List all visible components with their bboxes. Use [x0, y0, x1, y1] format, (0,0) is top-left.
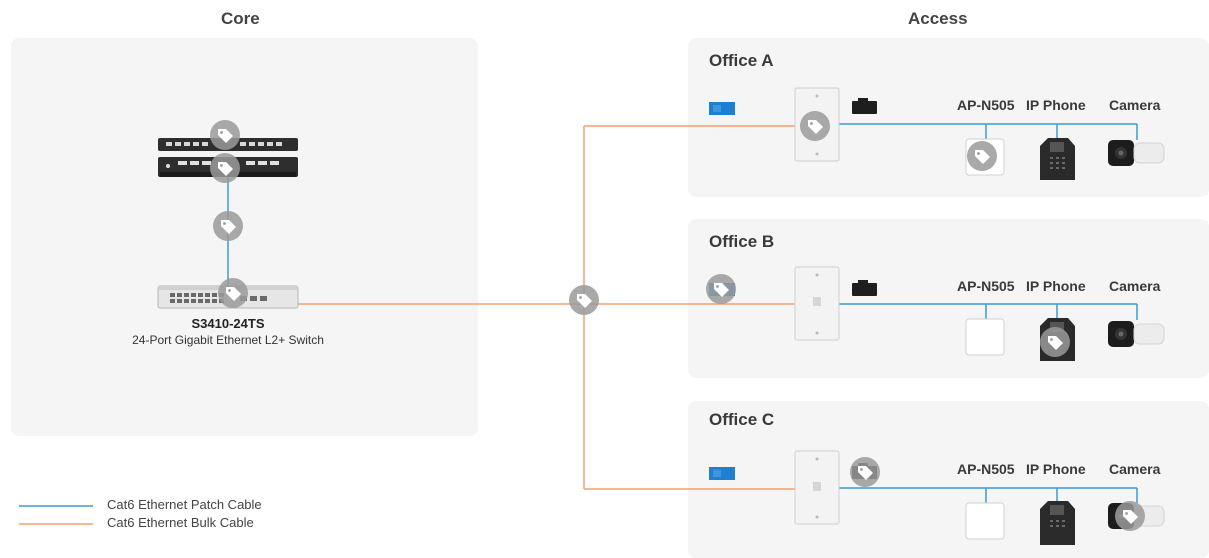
- camera-icon: [1108, 321, 1165, 347]
- switch-description: 24-Port Gigabit Ethernet L2+ Switch: [132, 333, 324, 347]
- ip-phone-icon: [1040, 501, 1075, 545]
- tag-icon: [800, 111, 830, 141]
- tag-icon: [706, 274, 736, 304]
- tag-icon: [967, 141, 997, 171]
- office-c-phone-label: IP Phone: [1026, 461, 1086, 477]
- keystone-jack-icon: [852, 280, 877, 296]
- office-a-camera-label: Camera: [1109, 97, 1161, 113]
- access-point-icon: [965, 502, 1005, 540]
- tag-icon: [210, 120, 240, 150]
- office-a-title: Office A: [709, 51, 774, 70]
- camera-icon: [1108, 140, 1165, 166]
- core-title: Core: [221, 9, 260, 28]
- tag-icon: [213, 211, 243, 241]
- tag-icon: [1115, 501, 1145, 531]
- keystone-jack-icon: [852, 98, 877, 114]
- access-title: Access: [908, 9, 968, 28]
- bulk-cables: [298, 125, 796, 490]
- tag-icon: [569, 285, 599, 315]
- tag-icon: [1040, 327, 1070, 357]
- office-a-phone-label: IP Phone: [1026, 97, 1086, 113]
- legend-patch-label: Cat6 Ethernet Patch Cable: [107, 497, 262, 512]
- core-panel: [11, 38, 478, 436]
- wall-plate-icon: [794, 266, 840, 341]
- wall-plate-icon: [794, 450, 840, 525]
- legend-bulk-label: Cat6 Ethernet Bulk Cable: [107, 515, 254, 530]
- tag-icon: [210, 153, 240, 183]
- office-c-title: Office C: [709, 410, 775, 429]
- office-b-camera-label: Camera: [1109, 278, 1161, 294]
- office-c-panel: [688, 401, 1209, 558]
- office-a-ap-label: AP-N505: [957, 97, 1015, 113]
- patch-cables: [227, 123, 1138, 503]
- ip-phone-icon: [1040, 138, 1075, 180]
- tag-icon: [218, 278, 248, 308]
- switch-name: S3410-24TS: [191, 316, 265, 331]
- keystone-jack-icon: [709, 467, 735, 480]
- office-b-phone-label: IP Phone: [1026, 278, 1086, 294]
- office-b-panel: [688, 219, 1209, 378]
- office-b-title: Office B: [709, 232, 775, 251]
- access-point-icon: [965, 318, 1005, 356]
- office-b-ap-label: AP-N505: [957, 278, 1015, 294]
- keystone-jack-icon: [709, 102, 735, 115]
- office-c-camera-label: Camera: [1109, 461, 1161, 477]
- tag-icon: [850, 457, 880, 487]
- office-a-panel: [688, 38, 1209, 197]
- office-c-ap-label: AP-N505: [957, 461, 1015, 477]
